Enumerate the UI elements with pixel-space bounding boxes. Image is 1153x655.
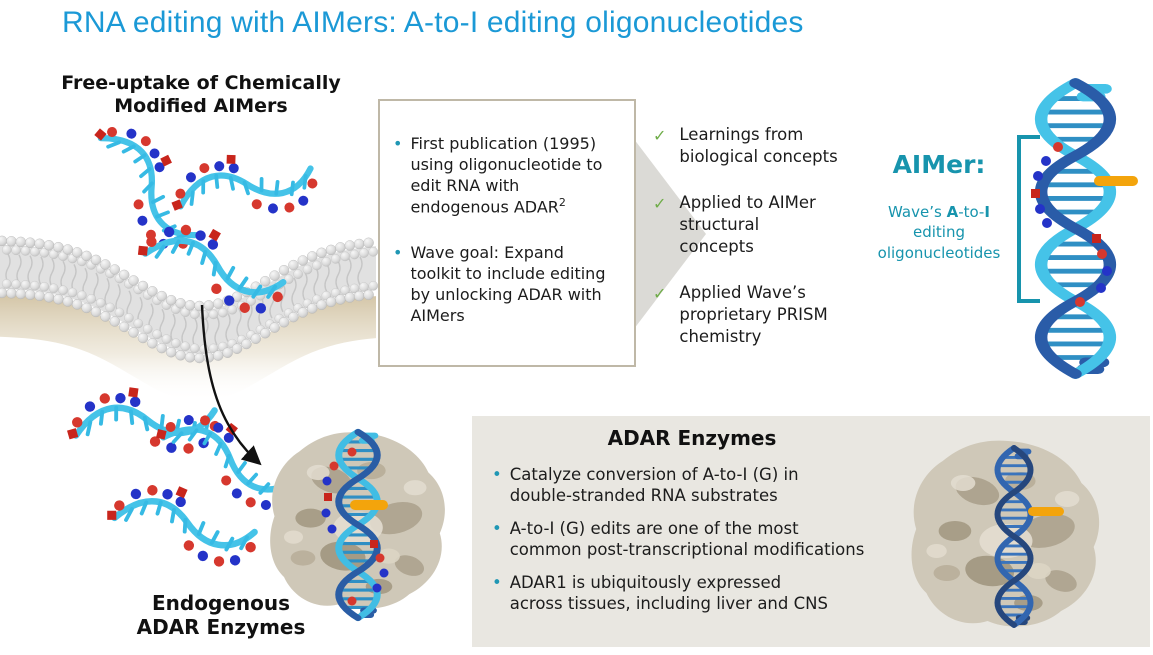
uptake-arrow: [200, 304, 262, 466]
checklist-item: ✓ Learnings from biological concepts: [653, 125, 838, 166]
adar-enzymes-panel: ADAR Enzymes • Catalyze conversion of A-…: [492, 426, 892, 626]
aimer-subtitle: Wave’s A-to-I editing oligonucleotides: [877, 203, 1001, 262]
bullet-icon: •: [492, 518, 502, 538]
key-facts-box: • First publication (1995) using oligonu…: [378, 99, 636, 367]
adar-bullet-item: • Catalyze conversion of A-to-I (G) in d…: [492, 465, 799, 506]
checkmark-icon: ✓: [653, 283, 667, 303]
bullet-icon: •: [393, 242, 403, 262]
learnings-checklist: ✓ Learnings from biological concepts ✓ A…: [653, 124, 838, 372]
editing-site-marker: [350, 500, 388, 510]
bullet-icon: •: [492, 572, 502, 592]
aimer-duplex-illustration: [1017, 83, 1138, 374]
endogenous-enzyme-illustration: [270, 432, 445, 618]
checkmark-icon: ✓: [653, 126, 667, 145]
bullet-icon: •: [393, 134, 403, 153]
editing-site-marker: [1028, 507, 1064, 516]
checkmark-icon: ✓: [653, 193, 667, 213]
cell-membrane-illustration: [0, 235, 379, 402]
aimer-definition: AIMer: Wave’s A-to-I editing oligonucleo…: [858, 150, 1020, 263]
bullet-item-first-publication: • First publication (1995) using oligonu…: [393, 134, 603, 217]
free-uptake-label: Free-uptake of Chemically Modified AIMer…: [61, 72, 341, 118]
bullet-item-wave-goal: • Wave goal: Expand toolkit to include e…: [393, 242, 606, 326]
adar-panel-heading: ADAR Enzymes: [607, 426, 777, 450]
superscript-reference: 2: [558, 196, 566, 210]
endogenous-adar-label: Endogenous ADAR Enzymes: [136, 591, 306, 639]
dna-helix-right: [1041, 83, 1110, 374]
checklist-item: ✓ Applied Wave’s proprietary PRISM chemi…: [653, 282, 828, 346]
aimer-molecule: [164, 138, 322, 237]
adar-bullet-item: • ADAR1 is ubiquitously expressed across…: [492, 572, 828, 614]
chemistry-beads: [321, 447, 389, 606]
slide-title: RNA editing with AIMers: A-to-I editing …: [62, 6, 804, 39]
checklist-item: ✓ Applied to AIMer structural concepts: [653, 192, 816, 256]
adar-bullet-item: • A-to-I (G) edits are one of the most c…: [492, 518, 865, 560]
aimer-title: AIMer:: [892, 150, 986, 179]
chemistry-beads: [1031, 142, 1112, 307]
bracket-icon: [1017, 135, 1040, 303]
adar-enzyme-illustration: [911, 440, 1100, 627]
bullet-icon: •: [492, 465, 502, 484]
aimer-molecules-intracellular: [63, 378, 306, 572]
editing-site-marker: [1094, 176, 1138, 186]
